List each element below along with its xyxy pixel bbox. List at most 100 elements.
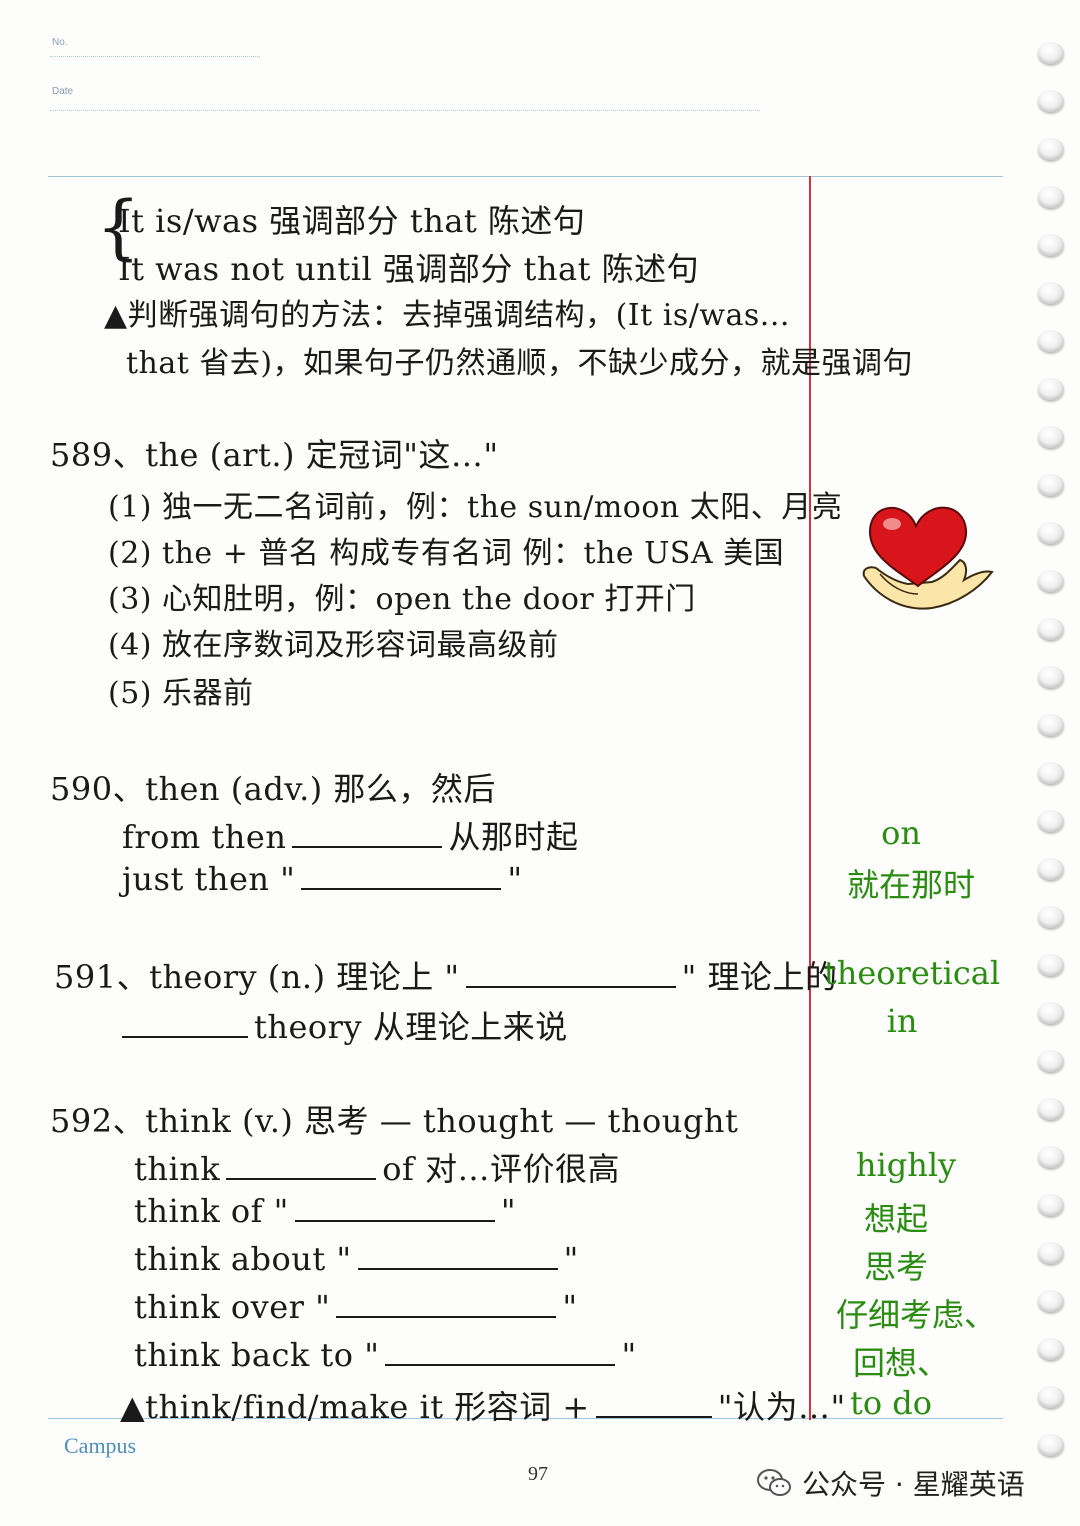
entry-589-item: (3) 心知肚明，例：open the door 打开门 [108,582,696,617]
entry-592-head: 592、think (v.) 思考 — thought — thought [50,1102,739,1140]
spiral-hole [1038,1002,1064,1024]
answer-blank[interactable] [294,1219,495,1222]
answer-592: 回想、 [852,1344,949,1382]
entry-589-item: (4) 放在序数词及形容词最高级前 [108,628,559,663]
entry-592-line-4: think over "" [134,1288,578,1326]
date-dotline [50,110,760,111]
spiral-hole [1038,186,1064,208]
spiral-hole [1038,954,1064,976]
answer-592: 想起 [863,1200,928,1238]
spiral-hole [1038,1050,1064,1072]
entry-590-line-1-post: 从那时起 [448,818,579,856]
emphasis-line-2: It was not until 强调部分 that 陈述句 [118,250,700,288]
entry-592-line-4-pre: think over " [134,1288,331,1326]
margin-line [809,176,811,1420]
emphasis-tip-1: ▲判断强调句的方法：去掉强调结构，(It is/was... [104,290,790,334]
no-dotline [50,56,260,57]
spiral-hole [1038,1194,1064,1216]
entry-590-head: 590、then (adv.) 那么，然后 [50,770,496,808]
spiral-hole [1038,714,1064,736]
emphasis-tip-2: that 省去)，如果句子仍然通顺，不缺少成分，就是强调句 [126,346,914,381]
answer-blank[interactable] [122,1035,248,1038]
answer-592: to do [849,1384,933,1422]
answer-blank[interactable] [357,1267,558,1270]
entry-592-line-2-pre: think of " [134,1192,289,1230]
spiral-hole [1038,762,1064,784]
spiral-hole [1038,1386,1064,1408]
triangle-icon: ▲ [120,1388,146,1426]
entry-590-line-2-post: " [507,860,523,898]
entry-589-item: (5) 乐器前 [108,676,254,711]
spiral-hole [1038,1434,1064,1456]
watermark-text: 公众号 · 星耀英语 [802,1468,1025,1501]
answer-blank[interactable] [595,1415,712,1418]
entry-591-line-2: theory 从理论上来说 [122,1002,568,1048]
spiral-hole [1038,570,1064,592]
entry-590-line-1-pre: from then [122,818,287,856]
entry-591-head-post: " 理论上的 [681,958,838,996]
emphasis-line-1: It is/was 强调部分 that 陈述句 [118,202,586,240]
entry-592-line-3-pre: think about " [134,1240,352,1278]
entry-589-item: (1) 独一无二名词前，例：the sun/moon 太阳、月亮 [108,490,843,525]
answer-blank[interactable] [292,845,443,848]
spiral-hole [1038,810,1064,832]
campus-logo: Campus [64,1433,137,1458]
triangle-icon: ▲ [104,298,128,333]
entry-591-head: 591、theory (n.) 理论上 " " 理论上的 [54,952,838,998]
answer-blank[interactable] [226,1177,377,1180]
answer-590-2: 就在那时 [846,866,975,904]
top-rule [48,176,1003,177]
spiral-hole [1038,282,1064,304]
emphasis-tip-1-text: 判断强调句的方法：去掉强调结构，(It is/was... [127,298,790,333]
entry-590-line-1: from then 从那时起 [122,812,578,858]
entry-592-line-5-pre: think back to " [134,1336,380,1374]
spiral-hole [1038,426,1064,448]
spiral-hole [1038,474,1064,496]
answer-592: highly [855,1146,957,1184]
date-label: Date [52,86,74,97]
entry-592-line-2-post: " [500,1192,517,1230]
spiral-hole [1038,42,1064,64]
spiral-hole [1038,858,1064,880]
spiral-hole [1038,234,1064,256]
answer-590-1: on [881,814,921,852]
spiral-hole [1038,90,1064,112]
page-number: 97 [528,1463,548,1485]
entry-591-line-2-post: theory 从理论上来说 [254,1008,568,1046]
wechat-icon [757,1469,791,1496]
entry-590-line-2: just then " " [122,860,523,898]
spiral-hole [1038,906,1064,928]
entry-592-tip-post: "认为…" [717,1388,846,1426]
spiral-hole [1038,378,1064,400]
spiral-hole [1038,1290,1064,1312]
entry-592-line-3-post: " [563,1240,579,1278]
no-label: No. [52,37,68,48]
spiral-hole [1038,330,1064,352]
entry-589-head: 589、the (art.) 定冠词"这…" [50,436,499,474]
spiral-hole [1038,666,1064,688]
spiral-hole [1038,1242,1064,1264]
entry-592-line-5: think back to " " [134,1336,637,1374]
entry-592-tip-pre: think/find/make it 形容词 + [145,1388,590,1426]
spiral-hole [1038,522,1064,544]
answer-592: 思考 [863,1248,928,1286]
answer-blank[interactable] [336,1315,557,1318]
answer-591-2: in [886,1002,918,1040]
spiral-hole [1038,138,1064,160]
spiral-hole [1038,1146,1064,1168]
entry-589-item: (2) the + 普名 构成专有名词 例：the USA 美国 [108,536,785,571]
entry-592-line-5-post: " [621,1336,637,1374]
answer-blank[interactable] [385,1363,616,1366]
entry-592-line-2: think of " " [134,1192,516,1230]
answer-blank[interactable] [465,985,676,988]
brace-symbol: { [96,186,141,268]
entry-592-line-1-pre: think [134,1150,221,1188]
answer-blank[interactable] [301,887,502,890]
entry-592-tip: ▲think/find/make it 形容词 + "认为…" [120,1382,846,1428]
entry-590-line-2-pre: just then " [122,860,296,898]
spiral-hole [1038,1338,1064,1360]
entry-591-head-pre: 591、theory (n.) 理论上 " [54,958,460,996]
watermark: 公众号 · 星耀英语 [756,1463,1025,1503]
